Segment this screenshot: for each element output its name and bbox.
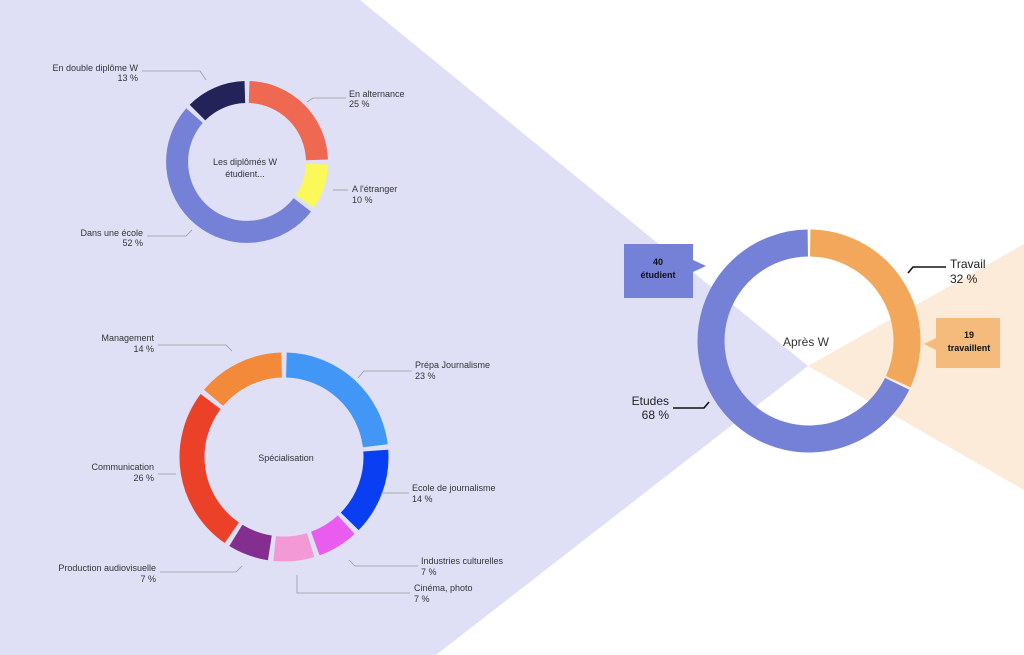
label-communication: Communication: [91, 462, 154, 472]
label-cinema: Cinéma, photo: [414, 583, 473, 593]
leader-line-production: [160, 565, 243, 573]
studies-donut-slice-dans-une-ecole: [166, 108, 312, 243]
donut-studies: [166, 81, 328, 243]
main-donut-title: Après W: [783, 335, 830, 349]
leader-line-alternance: [306, 97, 346, 103]
leader-line-prepa: [357, 370, 412, 379]
label-prepa: Prépa Journalisme: [415, 360, 490, 370]
spec-donut-slice-industries-culturelles: [310, 515, 355, 556]
value-alternance: 25 %: [349, 99, 370, 109]
donut-studies-title-line2: étudient...: [225, 169, 265, 179]
callout-etudient: [624, 244, 706, 298]
spec-donut-slice-cinema-photo: [273, 532, 315, 562]
callout-etudient-label: étudient: [641, 270, 676, 280]
value-communication: 26 %: [133, 473, 154, 483]
label-production: Production audiovisuelle: [58, 563, 156, 573]
callout-travaillent: [924, 318, 1000, 368]
main-donut-slice-travail: [809, 229, 921, 388]
leader-line-etudes: [673, 401, 710, 409]
value-production: 7 %: [140, 574, 156, 584]
donut-studies-title-line1: Les diplômés W: [213, 157, 278, 167]
value-etranger: 10 %: [352, 195, 373, 205]
label-travail: Travail: [950, 257, 986, 271]
label-industries: Industries culturelles: [421, 556, 504, 566]
value-ecole-journalisme: 14 %: [412, 494, 433, 504]
main-donut: [697, 229, 921, 453]
main-donut-slice-etudes: [697, 229, 910, 453]
value-industries: 7 %: [421, 567, 437, 577]
callout-travaillent-count: 19: [964, 330, 974, 340]
studies-donut-slice-a-l-etranger: [295, 163, 328, 208]
label-management: Management: [101, 333, 154, 343]
label-double-diplome: En double diplôme W: [52, 63, 138, 73]
callout-travaillent-label: travaillent: [948, 343, 991, 353]
studies-donut-slice-en-alternance: [248, 81, 328, 161]
label-alternance: En alternance: [349, 89, 405, 99]
value-management: 14 %: [133, 344, 154, 354]
value-etudes: 68 %: [642, 408, 670, 422]
value-travail: 32 %: [950, 272, 978, 286]
donut-spec-title: Spécialisation: [258, 453, 314, 463]
leader-line-ecole: [147, 229, 193, 237]
value-prepa: 23 %: [415, 371, 436, 381]
leader-line-management: [158, 344, 233, 352]
leader-line-cinema: [296, 575, 410, 594]
donut-specialisation: [179, 352, 389, 562]
spec-donut-slice-prepa-journalisme: [285, 352, 388, 448]
spec-donut-slice-ecole-de-journalisme: [340, 449, 389, 531]
leader-line-industries: [348, 559, 418, 567]
value-double-diplome: 13 %: [117, 73, 138, 83]
label-ecole: Dans une école: [80, 228, 143, 238]
value-ecole: 52 %: [122, 238, 143, 248]
leader-line-double-diplome: [142, 70, 207, 81]
spec-donut-slice-communication: [179, 394, 240, 544]
spec-donut-slice-management: [204, 352, 283, 407]
label-ecole-journalisme: Ecole de journalisme: [412, 483, 496, 493]
label-etudes: Etudes: [632, 394, 669, 408]
leader-line-travail: [907, 266, 946, 274]
callout-etudient-count: 40: [653, 257, 663, 267]
label-etranger: A l'étranger: [352, 184, 397, 194]
value-cinema: 7 %: [414, 594, 430, 604]
studies-donut-slice-en-double-diplome-w: [189, 81, 246, 121]
spec-donut-slice-production-audiovisuelle: [229, 524, 273, 561]
